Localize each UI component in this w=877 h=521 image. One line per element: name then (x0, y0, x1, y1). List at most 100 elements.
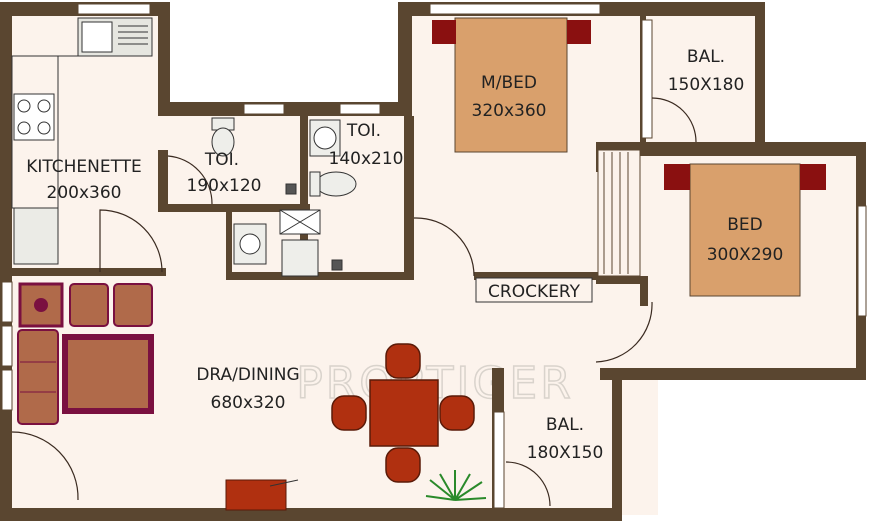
bed-furniture (664, 163, 826, 297)
basin2-bowl (313, 126, 337, 150)
dining-chair-left (331, 395, 367, 431)
wc2-icon (315, 171, 357, 197)
balcony1-name: BAL. (687, 47, 725, 67)
wall-bottom-bed (600, 368, 866, 380)
bed-pillow-right (800, 164, 826, 190)
wall-kitchen-bottom (8, 268, 166, 276)
toilet-fixtures (211, 117, 357, 277)
master-bed-name: M/BED (481, 73, 537, 93)
wall-washbasin-left (226, 204, 232, 280)
balcony2-name: BAL. (546, 415, 584, 435)
wall-bal2-right (612, 368, 622, 521)
wall-right-mbed (755, 2, 765, 148)
floor-trap-1 (285, 183, 297, 195)
windows (1, 3, 867, 509)
window-left-2 (1, 325, 13, 367)
plant-icon (425, 470, 487, 501)
burner-4 (37, 121, 51, 135)
wall-bottom (0, 508, 622, 521)
window-bed-right (857, 205, 867, 317)
stove-icon (13, 93, 55, 141)
balcony2-size: 180X150 (527, 443, 604, 463)
wall-toilet2-right (404, 116, 414, 280)
toilet2-size: 140x210 (329, 149, 404, 169)
dining-chair-right (439, 395, 475, 431)
lamp-icon (34, 298, 48, 312)
doors (11, 97, 697, 507)
master-bed-size: 320x360 (472, 101, 547, 121)
door-bal2 (505, 461, 551, 507)
washbasin-bowl (239, 233, 261, 255)
burner-2 (37, 99, 51, 113)
shower-x2 (279, 209, 321, 235)
sofa-icon (17, 329, 59, 425)
bed-name: BED (727, 215, 763, 235)
armchair-1 (69, 283, 109, 327)
kitchenette-name: KITCHENETTE (26, 157, 142, 177)
wall-bed-left-lower (596, 276, 646, 284)
wall-toilet-bottom (158, 204, 310, 212)
dining-name: DRA/DINING (196, 365, 299, 385)
door-kitchen (99, 209, 163, 273)
window-bal2-left (493, 411, 505, 509)
balcony2-floor (495, 372, 615, 517)
wall-mbed-left (398, 2, 412, 116)
bed-size: 300X290 (707, 245, 784, 265)
toilet1-size: 190x120 (187, 176, 262, 196)
coffee-table (68, 340, 148, 408)
balcony1-size: 150X180 (668, 75, 745, 95)
master-pillow-left (432, 20, 456, 44)
window-toilet2-top (339, 103, 381, 115)
bed-icon (689, 163, 801, 297)
dining-set (331, 343, 475, 483)
door-mbed (413, 217, 475, 277)
master-pillow-right (567, 20, 591, 44)
dining-size: 680x320 (211, 393, 286, 413)
toilet1-name: TOI. (204, 150, 239, 170)
wc2-tank (309, 171, 321, 197)
crockery-box (475, 277, 593, 303)
shower-base (281, 239, 319, 277)
wall-toilet-divider (300, 116, 308, 280)
door-bed (595, 301, 653, 363)
wall-bal1-bed (596, 142, 864, 156)
crockery-label: CROCKERY (488, 282, 581, 302)
wall-kitchen-right-upper (158, 2, 170, 114)
burner-3 (17, 121, 31, 135)
cabinet-handle (269, 479, 299, 487)
floor-trap-2 (331, 259, 343, 271)
master-bed-icon (454, 17, 568, 153)
wc1-icon (211, 127, 235, 157)
bed-pillow-left (664, 164, 690, 190)
door-toilet1 (167, 155, 213, 205)
window-mbed-top (429, 3, 601, 15)
sink-bowl (81, 21, 113, 53)
misc-furniture (225, 470, 487, 511)
wall-bed-left-stub (640, 276, 648, 306)
fridge-icon (13, 207, 59, 265)
wall-crockery-top (474, 272, 600, 280)
door-bal1 (651, 97, 697, 143)
wall-kitchen-right-lower (158, 150, 168, 212)
window-kitchen-top (77, 3, 151, 15)
window-bal1-left (641, 19, 653, 139)
wall-toilet2-bottom (300, 272, 414, 280)
room-labels: KITCHENETTE 200x360 TOI. 190x120 TOI. 14… (26, 47, 783, 463)
sofa-set (17, 282, 154, 425)
window-toilet1-top (243, 103, 285, 115)
kitchen-fixtures (11, 17, 153, 265)
toilet2-name: TOI. (346, 121, 381, 141)
dining-chair-top (385, 343, 421, 379)
window-left-1 (1, 281, 13, 323)
wall-left (0, 2, 12, 519)
window-left-3 (1, 369, 13, 411)
burner-1 (17, 99, 31, 113)
armchair-2 (113, 283, 153, 327)
wall-washbasin-bottom (226, 272, 316, 280)
master-bed-furniture (432, 17, 591, 153)
window-bed-left (597, 149, 641, 277)
kitchenette-size: 200x360 (47, 183, 122, 203)
door-entry (11, 431, 79, 501)
dining-table-icon (369, 379, 439, 447)
